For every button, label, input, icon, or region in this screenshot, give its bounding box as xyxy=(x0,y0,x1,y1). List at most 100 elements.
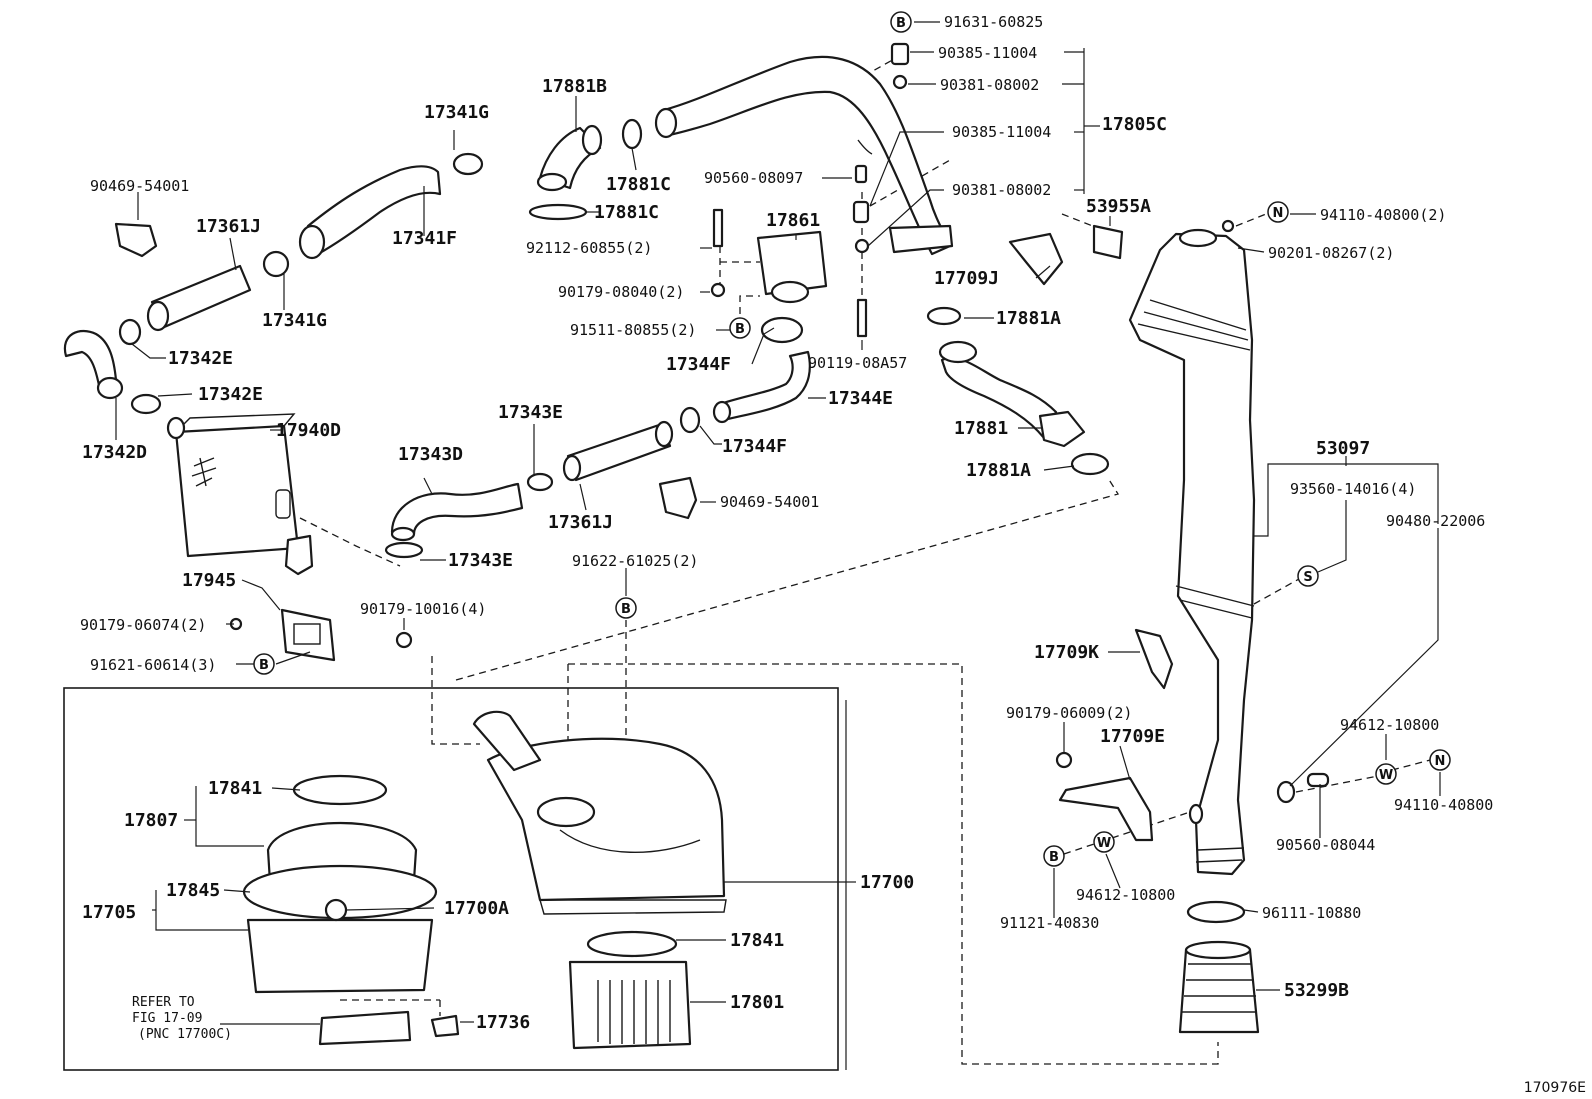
label-17342E-b: 17342E xyxy=(198,384,263,405)
label-17945: 17945 xyxy=(182,570,236,591)
refer-note-line1: REFER TO xyxy=(132,995,195,1010)
leader-lines xyxy=(115,21,1441,1070)
symbol-w-bracket: W xyxy=(1093,831,1115,853)
tube-17361J-center xyxy=(526,420,698,520)
hose-17881 xyxy=(926,224,1124,476)
label-90385-11004-b: 90385-11004 xyxy=(952,123,1051,141)
label-17342E-a: 17342E xyxy=(168,348,233,369)
boot-53299B xyxy=(1178,900,1260,1034)
label-90179-06074: 90179-06074(2) xyxy=(80,616,206,634)
label-17841-b: 17841 xyxy=(730,930,784,951)
label-91621-60614: 91621-60614(3) xyxy=(90,656,216,674)
svg-text:B: B xyxy=(1049,850,1059,865)
left-hoses xyxy=(63,152,484,415)
figure-code: 170976E xyxy=(1524,1080,1586,1096)
part-labels: 91631-60825 90385-11004 90381-08002 1780… xyxy=(80,13,1586,1096)
label-17343E-b: 17343E xyxy=(448,550,513,571)
fittings-column xyxy=(852,42,910,338)
label-90179-08040: 90179-08040(2) xyxy=(558,283,684,301)
label-53955A: 53955A xyxy=(1086,196,1151,217)
intercooler-17940D xyxy=(166,413,314,576)
label-53299B: 53299B xyxy=(1284,980,1349,1001)
label-17841-a: 17841 xyxy=(208,778,262,799)
snorkel-duct-53097 xyxy=(1128,219,1330,876)
svg-text:N: N xyxy=(1273,206,1284,221)
label-17361J-b: 17361J xyxy=(548,512,613,533)
label-17881B: 17881B xyxy=(542,76,607,97)
label-92112-60855: 92112-60855(2) xyxy=(526,239,652,257)
label-17881C-b: 17881C xyxy=(594,202,659,223)
label-17341G-b: 17341G xyxy=(262,310,327,331)
label-90179-10016: 90179-10016(4) xyxy=(360,600,486,618)
label-17700: 17700 xyxy=(860,872,914,893)
label-93560-14016: 93560-14016(4) xyxy=(1290,480,1416,498)
label-17881: 17881 xyxy=(954,418,1008,439)
symbol-b-snorkel: B xyxy=(1043,845,1065,867)
symbol-b-center: B xyxy=(615,597,637,619)
symbol-n-top: N xyxy=(1267,201,1289,223)
brackets-17709 xyxy=(1055,628,1204,842)
label-17361J-a: 17361J xyxy=(196,216,261,237)
label-53097: 53097 xyxy=(1316,438,1370,459)
label-91511-80855: 91511-80855(2) xyxy=(570,321,696,339)
label-17343D: 17343D xyxy=(398,444,463,465)
label-17341G-a: 17341G xyxy=(424,102,489,123)
hose-17343D xyxy=(384,482,524,559)
label-96111-10880: 96111-10880 xyxy=(1262,904,1361,922)
label-17881C-a: 17881C xyxy=(606,174,671,195)
label-90480-22006: 90480-22006 xyxy=(1386,512,1485,530)
label-94110-40800-2: 94110-40800(2) xyxy=(1320,206,1446,224)
svg-text:B: B xyxy=(621,602,631,617)
label-17341F: 17341F xyxy=(392,228,457,249)
svg-text:B: B xyxy=(735,322,745,337)
label-17700A: 17700A xyxy=(444,898,509,919)
label-17801: 17801 xyxy=(730,992,784,1013)
label-90119-08A57: 90119-08A57 xyxy=(808,354,907,372)
chamber-17861 xyxy=(710,208,828,344)
label-17709K: 17709K xyxy=(1034,642,1099,663)
hose-17344E xyxy=(679,350,811,434)
label-17344E: 17344E xyxy=(828,388,893,409)
label-94612-10800-a: 94612-10800 xyxy=(1340,716,1439,734)
label-17845: 17845 xyxy=(166,880,220,901)
air-cleaner-group-frame xyxy=(63,687,839,1071)
elbow-hose-17881B xyxy=(528,118,643,221)
label-17344F-b: 17344F xyxy=(722,436,787,457)
label-17343E-a: 17343E xyxy=(498,402,563,423)
label-90469-54001-a: 90469-54001 xyxy=(90,177,189,195)
symbol-b-bracket: B xyxy=(253,653,275,675)
svg-text:B: B xyxy=(896,16,906,31)
label-17805C: 17805C xyxy=(1102,114,1167,135)
label-90201-08267: 90201-08267(2) xyxy=(1268,244,1394,262)
label-17881A-a: 17881A xyxy=(996,308,1061,329)
label-90381-08002-a: 90381-08002 xyxy=(940,76,1039,94)
symbol-n-lower: N xyxy=(1429,749,1451,771)
label-17709E: 17709E xyxy=(1100,726,1165,747)
svg-text:B: B xyxy=(259,658,269,673)
label-17342D: 17342D xyxy=(82,442,147,463)
label-17807: 17807 xyxy=(124,810,178,831)
air-cleaner-assembly xyxy=(242,710,727,1050)
symbol-w-right: W xyxy=(1375,763,1397,785)
svg-text:W: W xyxy=(1097,836,1111,851)
label-91121-40830: 91121-40830 xyxy=(1000,914,1099,932)
refer-note-line2: FIG 17-09 xyxy=(132,1011,202,1026)
label-91622-61025: 91622-61025(2) xyxy=(572,552,698,570)
label-90381-08002-b: 90381-08002 xyxy=(952,181,1051,199)
label-17881A-b: 17881A xyxy=(966,460,1031,481)
label-90560-08097: 90560-08097 xyxy=(704,169,803,187)
label-90179-06009: 90179-06009(2) xyxy=(1006,704,1132,722)
symbol-s: S xyxy=(1297,565,1319,587)
bracket-17945 xyxy=(229,608,413,662)
svg-text:N: N xyxy=(1435,754,1446,769)
label-90469-54001-b: 90469-54001 xyxy=(720,493,819,511)
svg-text:W: W xyxy=(1379,768,1393,783)
label-17709J: 17709J xyxy=(934,268,999,289)
label-91631-60825: 91631-60825 xyxy=(944,13,1043,31)
symbol-b-top: B xyxy=(890,11,912,33)
label-17344F-a: 17344F xyxy=(666,354,731,375)
label-17736: 17736 xyxy=(476,1012,530,1033)
label-94110-40800: 94110-40800 xyxy=(1394,796,1493,814)
refer-note-line3: (PNC 17700C) xyxy=(138,1027,232,1042)
